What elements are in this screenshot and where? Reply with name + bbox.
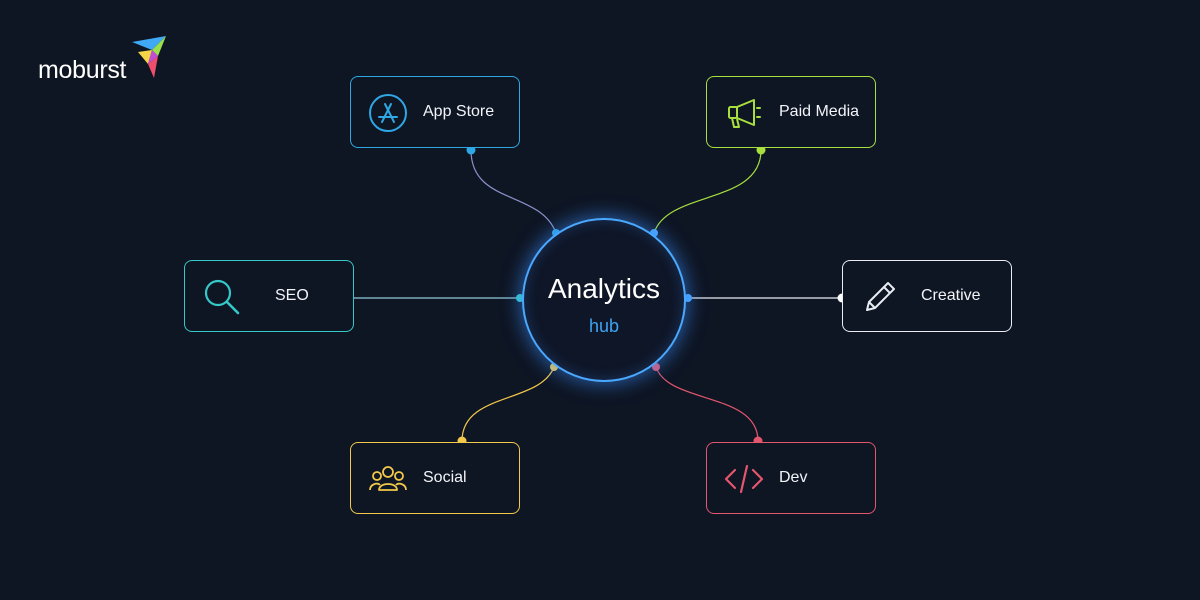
people-icon (369, 466, 407, 491)
brand-name: moburst (38, 56, 127, 84)
search-icon (204, 279, 240, 315)
app-store-icon (369, 94, 407, 132)
node-label: Paid Media (779, 103, 860, 120)
node-label: Dev (779, 469, 808, 486)
node-social: Social (350, 442, 520, 514)
node-creative: Creative (842, 260, 1012, 332)
pencil-icon (866, 282, 895, 311)
node-label: Creative (921, 287, 981, 304)
node-label: App Store (423, 103, 495, 120)
edge-social (461, 366, 555, 442)
hub-title: Analytics (547, 273, 661, 304)
analytics-hub: Analytics hub (522, 218, 686, 382)
node-label: SEO (275, 287, 309, 304)
port-dev-hub (652, 363, 660, 371)
megaphone-icon (728, 99, 761, 128)
hub-subtitle: hub (588, 316, 620, 336)
port-creative-hub (684, 294, 692, 302)
node-seo: SEO (184, 260, 354, 332)
node-dev: Dev (706, 442, 876, 514)
brand-mark-icon (132, 36, 166, 78)
edge-paid (653, 149, 762, 234)
node-label: Social (423, 469, 467, 486)
brand-logo: moburst (38, 34, 178, 90)
node-app-store: App Store (350, 76, 520, 148)
node-paid-media: Paid Media (706, 76, 876, 148)
code-icon (724, 464, 764, 494)
edge-dev (655, 366, 759, 442)
edge-appstore (470, 149, 557, 234)
